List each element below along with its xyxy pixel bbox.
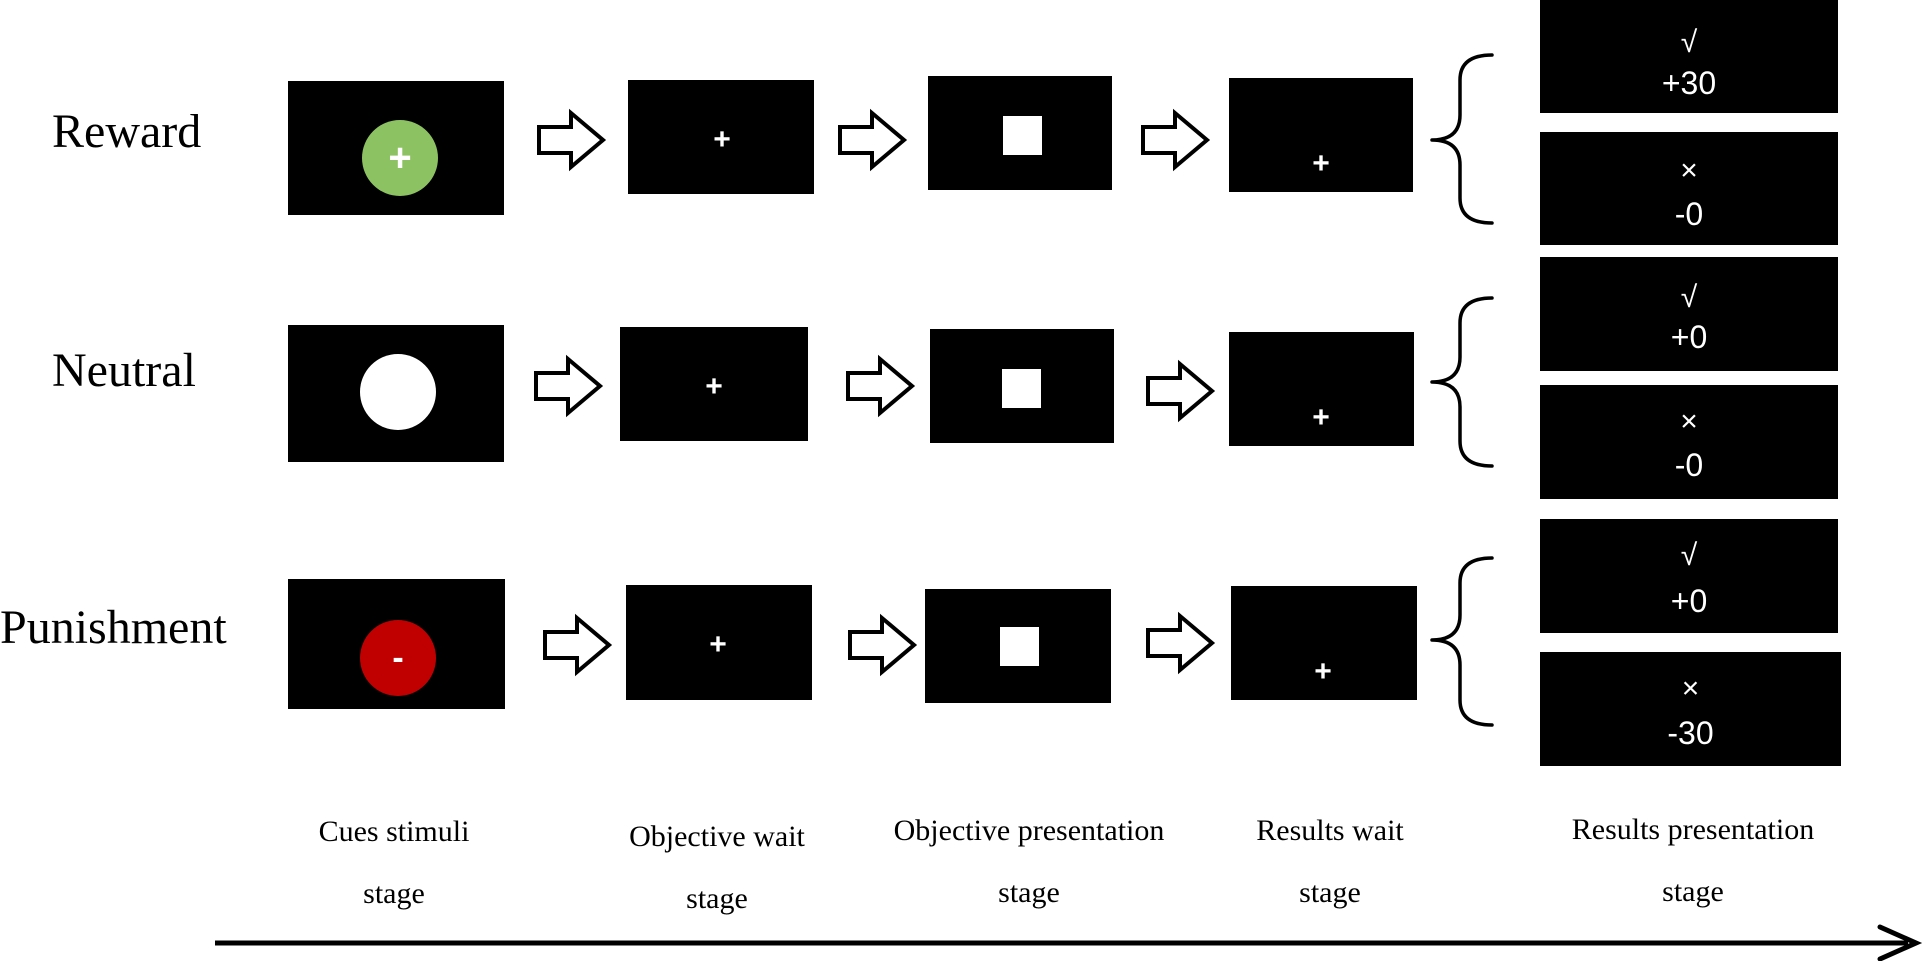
timeline-arrow xyxy=(215,924,1923,961)
outcome-correct-neutral: √ +0 xyxy=(1540,257,1838,371)
flow-arrow-icon xyxy=(846,354,916,418)
result-wait-screen-punishment: + xyxy=(1231,586,1417,700)
cue-screen-reward: + xyxy=(288,81,504,215)
result-wait-screen-reward: + xyxy=(1229,78,1413,192)
stage-label-line1: Cues stimuli xyxy=(318,815,470,848)
fixation-cross: + xyxy=(1312,401,1330,434)
flow-arrow-icon xyxy=(537,108,607,172)
outcome-correct-reward: √ +30 xyxy=(1540,0,1838,113)
target-square xyxy=(1003,116,1042,155)
check-icon: √ xyxy=(1680,539,1698,572)
stage-label-line1: Objective wait xyxy=(629,820,805,853)
brace-icon xyxy=(1430,556,1494,727)
stage-label-objective-wait: Objective wait stage xyxy=(537,822,897,914)
outcome-incorrect-reward: × -0 xyxy=(1540,132,1838,245)
flow-arrow-icon xyxy=(1146,359,1216,423)
brace-icon xyxy=(1430,53,1494,225)
fixation-cross: + xyxy=(713,123,731,156)
stage-label-line2: stage xyxy=(1662,875,1724,908)
target-screen-neutral xyxy=(930,329,1114,443)
target-square xyxy=(1002,369,1041,408)
outcome-value: -30 xyxy=(1667,715,1714,751)
outcome-value: +0 xyxy=(1670,319,1708,355)
fixation-cross: + xyxy=(1314,655,1332,688)
target-square xyxy=(1000,627,1039,666)
cross-icon: × xyxy=(1680,405,1698,438)
cue-circle-punishment: - xyxy=(360,620,436,696)
check-icon: √ xyxy=(1680,26,1698,59)
row-label-neutral: Neutral xyxy=(52,344,196,397)
fixation-cross: + xyxy=(1312,147,1330,180)
result-wait-screen-neutral: + xyxy=(1229,332,1414,446)
outcome-correct-punishment: √ +0 xyxy=(1540,519,1838,633)
target-screen-punishment xyxy=(925,589,1111,703)
stage-label-line1: Results wait xyxy=(1256,814,1404,847)
outcome-incorrect-neutral: × -0 xyxy=(1540,385,1838,499)
cue-circle-neutral xyxy=(360,354,436,430)
cross-icon: × xyxy=(1681,672,1700,705)
wait-screen-punishment: + xyxy=(626,585,812,700)
outcome-value: +30 xyxy=(1661,65,1717,101)
stage-label-line2: stage xyxy=(1299,876,1361,909)
stage-label-results-wait: Results wait stage xyxy=(1150,816,1510,908)
outcome-value: -0 xyxy=(1674,447,1704,483)
stage-label-line2: stage xyxy=(998,876,1060,909)
stage-label-line2: stage xyxy=(363,877,425,910)
brace-icon xyxy=(1430,296,1494,468)
row-label-reward: Reward xyxy=(52,105,202,158)
stage-label-line1: Objective presentation xyxy=(893,814,1165,847)
cue-screen-punishment: - xyxy=(288,579,505,709)
target-screen-reward xyxy=(928,76,1112,190)
cue-circle-reward: + xyxy=(362,120,438,196)
stage-label-objective-presentation: Objective presentation stage xyxy=(849,816,1209,908)
wait-screen-neutral: + xyxy=(620,327,808,441)
outcome-value: +0 xyxy=(1670,583,1708,619)
stage-label-line1: Results presentation xyxy=(1571,813,1815,846)
flow-arrow-icon xyxy=(838,108,908,172)
flow-arrow-icon xyxy=(1146,611,1216,675)
cue-screen-neutral xyxy=(288,325,504,462)
cross-icon: × xyxy=(1680,154,1698,187)
flow-arrow-icon xyxy=(534,354,604,418)
outcome-incorrect-punishment: × -30 xyxy=(1540,652,1841,766)
flow-arrow-icon xyxy=(1141,108,1211,172)
outcome-value: -0 xyxy=(1674,196,1704,232)
fixation-cross: + xyxy=(709,628,727,661)
stage-label-line2: stage xyxy=(686,882,748,915)
fixation-cross: + xyxy=(705,370,723,403)
row-label-punishment: Punishment xyxy=(0,601,227,654)
stage-label-results-presentation: Results presentation stage xyxy=(1513,815,1873,907)
flow-arrow-icon xyxy=(848,613,918,677)
check-icon: √ xyxy=(1680,281,1698,314)
stage-label-cues: Cues stimuli stage xyxy=(214,817,574,909)
flow-arrow-icon xyxy=(543,613,613,677)
wait-screen-reward: + xyxy=(628,80,814,194)
